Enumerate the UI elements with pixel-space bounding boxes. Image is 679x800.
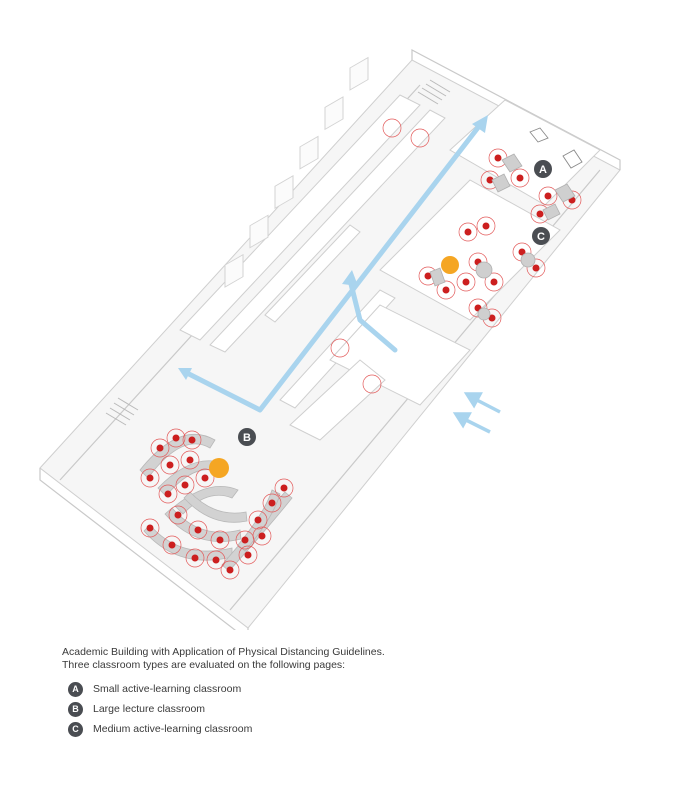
instructor-position-lecture — [209, 458, 229, 478]
legend-badge-b: B — [68, 701, 83, 717]
legend-badge-a: A — [68, 681, 83, 697]
figure-caption: Academic Building with Application of Ph… — [62, 646, 482, 672]
occupant-rings — [140, 118, 582, 580]
legend-label-c: Medium active-learning classroom — [93, 723, 253, 735]
group-tables — [429, 153, 576, 321]
room-marker-c: C — [532, 227, 550, 245]
building-axonometric-plan: A B C — [39, 49, 621, 630]
svg-text:B: B — [243, 432, 251, 444]
legend-label-b: Large lecture classroom — [93, 703, 206, 715]
caption-line-1: Academic Building with Application of Ph… — [62, 646, 385, 658]
entry-arrows — [452, 392, 501, 434]
legend-label-a: Small active-learning classroom — [93, 683, 242, 695]
legend-item-c: C Medium active-learning classroom — [68, 719, 252, 739]
instructor-position-medium — [441, 256, 459, 274]
stair-bottom — [105, 397, 139, 426]
classroom-legend: A Small active-learning classroom B Larg… — [68, 679, 252, 739]
windows — [529, 127, 583, 169]
stair-top — [417, 79, 451, 105]
circulation-arrowheads — [178, 115, 488, 380]
room-marker-b: B — [238, 428, 256, 446]
svg-text:C: C — [537, 231, 545, 243]
circulation-path — [182, 122, 483, 413]
room-marker-a: A — [534, 160, 552, 178]
office-row — [224, 56, 369, 288]
instructor-markers — [209, 256, 459, 478]
legend-item-a: A Small active-learning classroom — [68, 679, 252, 699]
occupants — [146, 154, 576, 574]
caption-line-2: Three classroom types are evaluated on t… — [62, 659, 346, 671]
svg-text:A: A — [539, 164, 547, 176]
legend-badge-c: C — [68, 721, 83, 737]
legend-item-b: B Large lecture classroom — [68, 699, 252, 719]
